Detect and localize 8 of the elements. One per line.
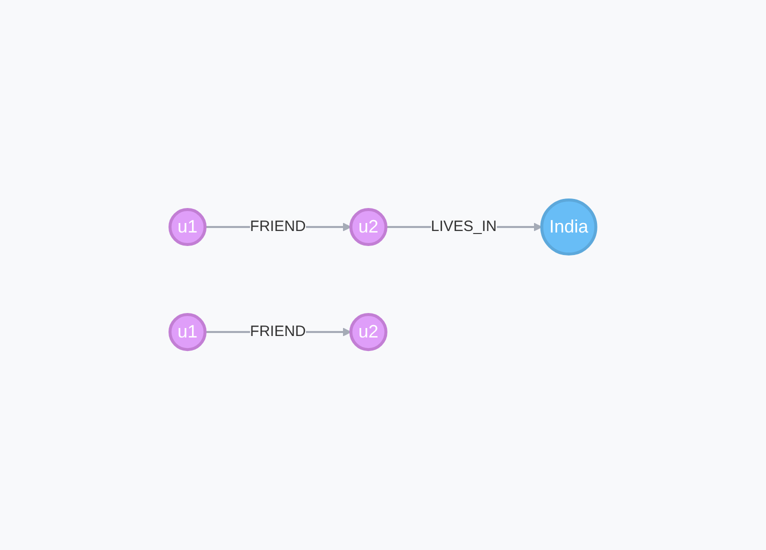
node-circle: u1 xyxy=(168,208,207,246)
node-circle: u2 xyxy=(349,208,388,246)
node-circle: u1 xyxy=(168,313,207,352)
edge-label: FRIEND xyxy=(250,218,306,235)
node-circle: u2 xyxy=(349,313,388,352)
node-circle: India xyxy=(540,198,598,256)
edge-label: FRIEND xyxy=(250,323,306,340)
edge-label: LIVES_IN xyxy=(430,218,497,235)
